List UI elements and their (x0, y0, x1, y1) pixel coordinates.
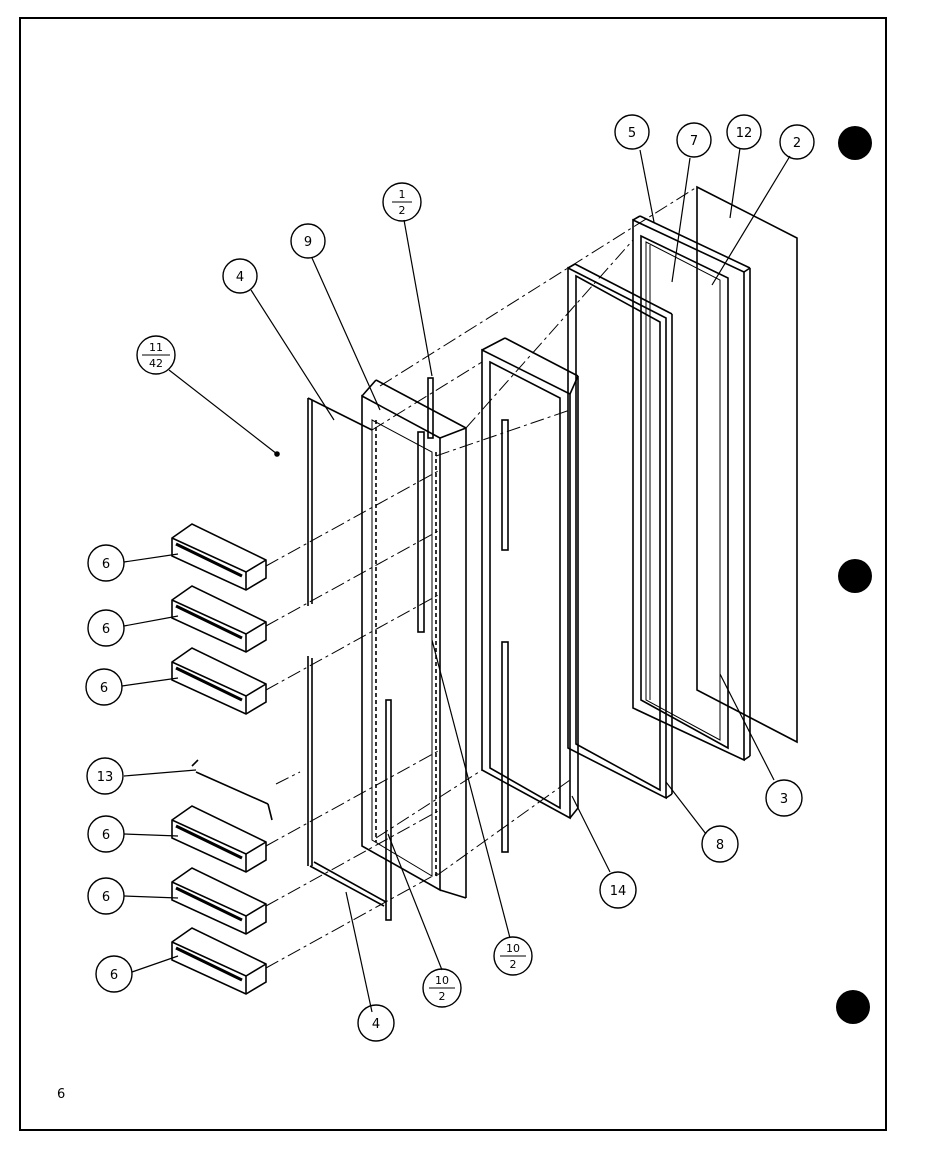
callout-12-label: 12 (736, 126, 753, 141)
leader-lines (121, 147, 791, 1013)
clip-13 (191, 759, 273, 821)
callout-4-bottom-label: 4 (372, 1017, 380, 1032)
callout-10-2-b-num: 10 (435, 974, 449, 987)
door-bin-6-d (171, 805, 267, 873)
door-bin-6-c (171, 647, 267, 715)
binder-hole-top (838, 126, 872, 160)
callout-circles (85, 114, 815, 1042)
callout-14-label: 14 (610, 884, 627, 899)
callout-6-d-label: 6 (102, 828, 110, 843)
callout-6-c-label: 6 (100, 681, 108, 696)
callout-6-e-label: 6 (102, 890, 110, 905)
callout-1-2-den: 2 (399, 204, 406, 217)
gasket-8 (567, 263, 673, 800)
callout-11-42-num: 11 (149, 341, 163, 354)
callout-9-label: 9 (304, 235, 312, 250)
callout-7-label: 7 (690, 134, 698, 149)
callout-8-label: 8 (716, 838, 724, 853)
callout-13-label: 13 (97, 770, 114, 785)
door-bin-6-b (171, 585, 267, 653)
breaker-strip-4-bottom (307, 656, 387, 907)
page-number: 6 (57, 1087, 65, 1102)
callout-4-top-label: 4 (236, 270, 244, 285)
callout-3-label: 3 (780, 792, 788, 807)
fraction-bars (142, 201, 526, 989)
panel-12 (696, 185, 798, 744)
binder-hole-middle (838, 559, 872, 593)
callout-11-42-den: 42 (149, 357, 163, 370)
door-bin-6-f (171, 927, 267, 995)
door-bin-6-a (171, 523, 267, 591)
door-bin-6-e (171, 867, 267, 935)
callout-1-2-num: 1 (399, 188, 406, 201)
callout-10-2-a-num: 10 (506, 942, 520, 955)
projection-lines (265, 186, 698, 969)
callout-6-b-label: 6 (102, 622, 110, 637)
callout-10-2-a-den: 2 (510, 958, 517, 971)
door-liner-14 (481, 337, 579, 853)
door-frame-assembly (632, 215, 751, 762)
callout-10-2-b-den: 2 (439, 990, 446, 1003)
callout-5-label: 5 (628, 126, 636, 141)
sheet-border (19, 17, 887, 1131)
callout-6-a-label: 6 (102, 557, 110, 572)
callout-6-f-label: 6 (110, 968, 118, 983)
breaker-strip-4-top (307, 397, 373, 606)
binder-hole-bottom (836, 990, 870, 1024)
inner-shell-9 (361, 377, 467, 921)
callout-2-label: 2 (793, 136, 801, 151)
